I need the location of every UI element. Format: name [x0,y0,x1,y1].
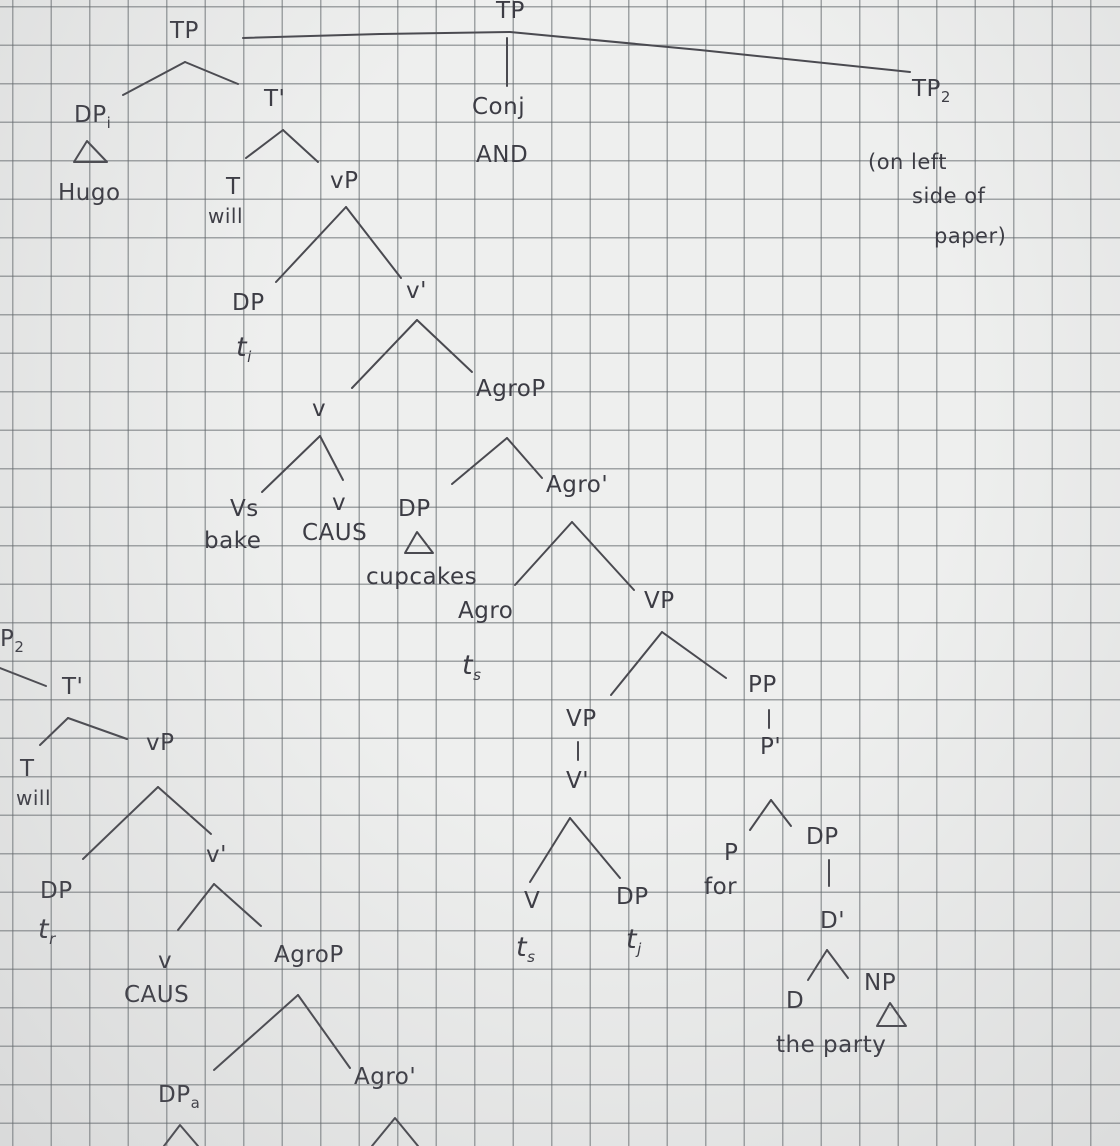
node-conj: Conj [472,94,526,120]
node-v-bar-2: v' [206,842,227,868]
top-conjunction-line [242,31,911,73]
node-vs: Vs [230,496,259,522]
node-dp-object: DP [398,496,431,522]
node-p-bar: P' [760,734,782,760]
node-d-bar: D' [820,908,846,934]
branch-partial [371,1117,419,1146]
branch [529,817,571,883]
branch [213,994,299,1071]
branch [177,883,215,931]
node-pp: PP [748,672,777,698]
leaf-trace-s: ts [462,650,482,684]
branch [610,631,663,696]
branch [749,799,772,831]
leaf-cupcakes: cupcakes [366,564,478,590]
node-t: T [226,174,241,200]
triangle-hugo [73,140,108,163]
branch [122,61,186,96]
node-v-prime: V' [566,768,590,794]
triangle-party [876,1002,907,1027]
triangle-cupcakes [404,531,434,554]
branch [245,129,284,159]
branch [807,949,828,981]
node-tp-root-left: TP [170,18,199,44]
branch [261,435,321,493]
branch [184,61,239,85]
branch [770,799,792,827]
branch [67,717,128,740]
node-v-little: v [312,396,327,422]
branch [213,883,262,927]
branch [319,435,344,481]
note-line-3: paper) [934,224,1007,248]
leaf-hugo: Hugo [58,180,121,206]
node-agro-bar-2: Agro' [354,1064,417,1090]
branch [826,949,849,979]
node-agro-bar: Agro' [546,472,609,498]
branch [345,206,402,279]
node-t-bar: T' [264,86,286,112]
branch [82,786,159,860]
node-vp-little-2: vP [146,730,175,756]
node-vp-little: vP [330,168,359,194]
node-t-bar-2: T' [62,674,84,700]
branch [282,129,319,163]
branch [506,437,543,479]
branch [351,319,418,389]
node-p: P [724,840,739,866]
node-agrop: AgroP [476,376,546,402]
node-v-head: V [524,888,541,914]
branch [297,994,351,1069]
branch [416,319,473,373]
node-v-caus: v [332,490,347,516]
node-v-2: v [158,948,173,974]
node-dp-j: DP [616,884,649,910]
branch [275,206,347,283]
leaf-trace-j: tj [626,924,642,958]
node-vp: VP [644,588,675,614]
node-and: AND [476,142,529,168]
branch [0,667,47,687]
note-line-1: (on left [868,150,948,174]
node-np: NP [864,970,897,996]
node-v-bar: v' [406,278,427,304]
leaf-caus: CAUS [302,520,368,546]
leaf-trace-s-verb: ts [516,932,536,966]
node-t-2: T [20,756,35,782]
branch [571,521,635,591]
leaf-caus-2: CAUS [124,982,190,1008]
node-tp-top: TP [496,0,525,24]
leaf-trace-r: tr [38,914,56,948]
branch [661,631,727,679]
triangle-partial [163,1124,199,1146]
branch [514,521,573,586]
leaf-trace-i: ti [236,332,252,366]
leaf-the-party: the party [776,1032,887,1058]
node-dp-2: DP [40,878,73,904]
branch [451,437,508,485]
node-dp-a: DPa [158,1082,201,1112]
branch [39,717,69,746]
node-d: D [786,988,805,1014]
leaf-for: for [704,874,738,900]
branch [569,817,621,879]
node-vp-lower: VP [566,706,597,732]
node-tp2-right: TP2 [912,76,951,106]
leaf-will: will [208,204,244,228]
branch [157,786,212,835]
node-tp2-left: P2 [0,626,25,656]
node-dp-pp: DP [806,824,839,850]
leaf-will-2: will [16,786,52,810]
leaf-bake: bake [204,528,262,554]
note-line-2: side of [912,184,986,208]
node-agro: Agro [458,598,514,624]
node-agrop-2: AgroP [274,942,344,968]
node-dp-subject-trace: DP [232,290,265,316]
node-dp-i: DPi [74,102,112,132]
